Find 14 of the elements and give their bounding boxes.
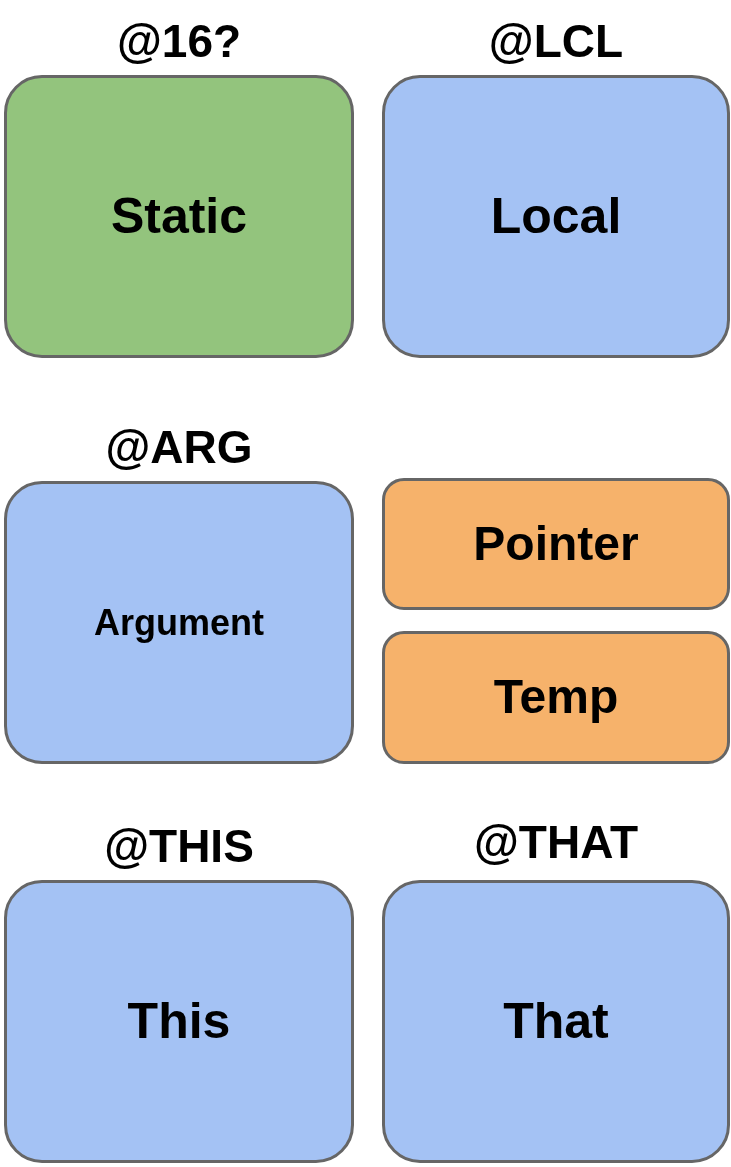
- box-heading: @THAT: [472, 819, 640, 865]
- box-label: Local: [490, 189, 622, 244]
- box-label: That: [503, 994, 609, 1049]
- box-label: Temp: [493, 671, 619, 724]
- box-label: Pointer: [473, 517, 639, 571]
- box-label: Static: [110, 189, 248, 244]
- box-heading: @ARG: [104, 424, 254, 470]
- rounded-box: [382, 631, 730, 764]
- rounded-box: [382, 478, 730, 610]
- box-heading: @THIS: [103, 823, 255, 869]
- box-label: Argument: [94, 602, 264, 643]
- box-heading: @LCL: [487, 18, 625, 64]
- box-label: This: [127, 994, 231, 1049]
- box-heading: @16?: [115, 18, 243, 64]
